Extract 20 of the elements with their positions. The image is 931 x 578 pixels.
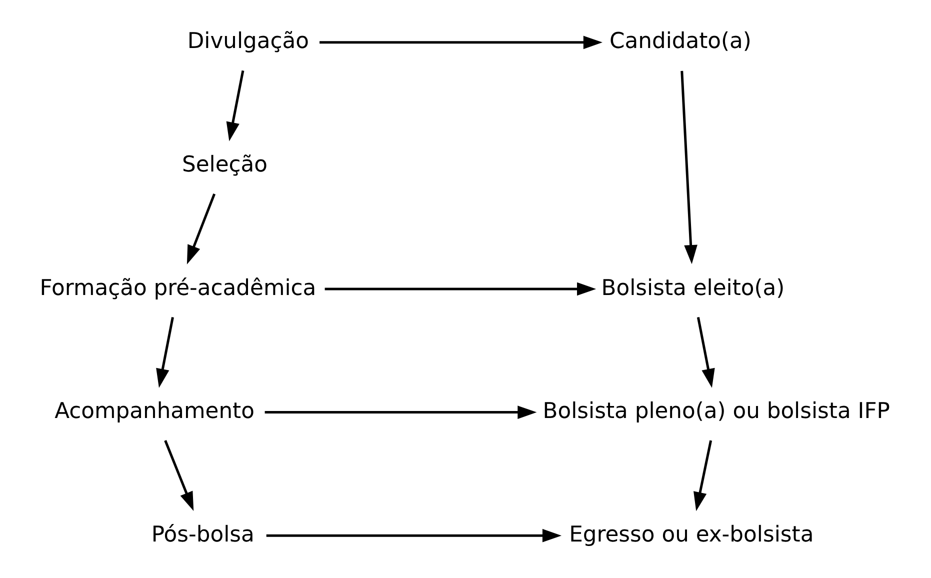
arrow [320,36,602,50]
arrow [164,440,194,511]
node-text: Pós-bolsa [151,522,254,548]
node-text: Seleção [182,152,268,178]
node-text: Acompanhamento [54,399,254,424]
node-text: Candidato(a) [610,29,752,54]
arrow [186,193,216,264]
arrow [264,406,537,419]
arrow [324,282,596,296]
arrow [694,440,712,512]
arrow [156,317,174,388]
node-text: Bolsista eleito(a) [601,276,785,301]
arrow [680,70,698,264]
arrow [226,70,244,142]
node-text: Formação pré-acadêmica [40,276,316,301]
node-text: Egresso ou ex-bolsista [569,522,814,548]
arrow [696,317,715,388]
node-text: Divulgação [187,29,310,54]
node-text: Bolsista pleno(a) ou bolsista IFP [542,399,890,424]
arrow [266,528,562,542]
